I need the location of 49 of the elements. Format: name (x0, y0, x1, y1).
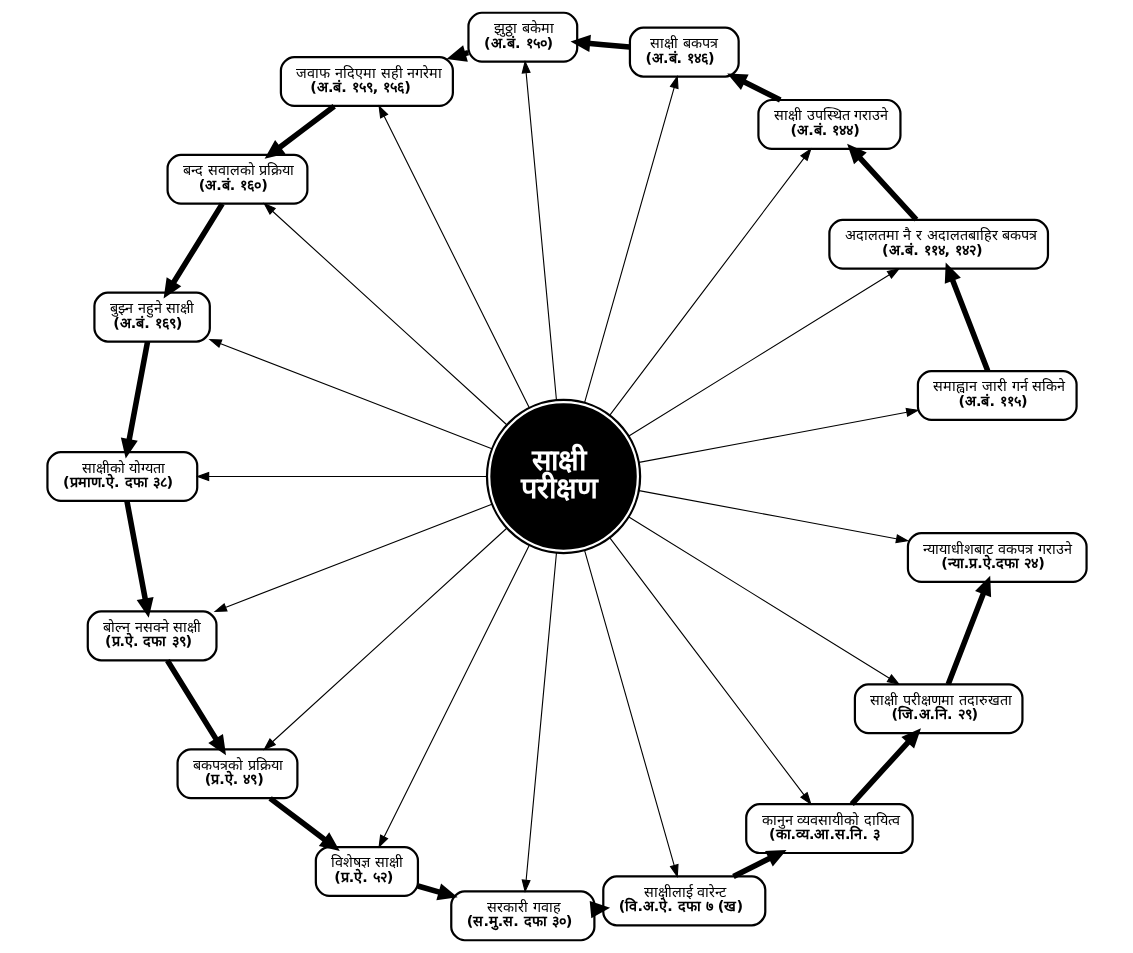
arrow (521, 552, 557, 893)
arrow (207, 338, 492, 450)
node-box: साक्षी परीक्षणमा तदारुखता (जि.अ.नि. २९) (853, 683, 1024, 735)
arrow (164, 659, 226, 756)
arrow (570, 34, 630, 52)
arrow (627, 268, 900, 437)
arrow (846, 143, 918, 222)
node-box: अदालतमा नै र अदालतबाहिर बकपत्र (अ.बं. ११४, १४२) (827, 218, 1049, 270)
arrow (638, 407, 919, 463)
arrow (589, 901, 610, 919)
arrow (583, 75, 679, 404)
node-box: झुठ्ठा बकेमा (अ.बं. १५०) (466, 11, 578, 63)
arrow (267, 796, 340, 851)
node-box: साक्षीलाई वारेन्ट (वि.अ.ऐ. दफा ७ (ख) (601, 875, 766, 927)
arrow (726, 73, 782, 103)
node-box: बन्द सवालको प्रक्रिया (अ.बं. १६०) (165, 153, 308, 205)
arrow (213, 503, 492, 613)
node-box: जवाफ नदिएमा सही नगरेमा (अ.बं. १५९, १५६) (279, 56, 454, 108)
arrow (608, 537, 812, 806)
arrow (583, 549, 679, 878)
node-box: साक्षी बकपत्र (अ.बं. १४६) (628, 26, 740, 78)
node-box: न्यायाधीशबाट वकपत्र गराउने (न्या.प्र.ऐ.दफा २४) (906, 532, 1088, 584)
node-box: साक्षीको योग्यता (प्रमाण.ऐ. दफा ३८) (45, 450, 198, 503)
arrow (627, 516, 900, 685)
node-box: बुझ्न नहुने साक्षी (अ.बं. १६९) (92, 291, 211, 343)
arrow (944, 262, 990, 372)
node-box: कानुन व्यवसायीको दायित्व (का.व्य.आ.स.नि. ३ (744, 803, 914, 855)
node-box: समाह्वान जारी गर्न सकिने (अ.बं. ११५) (916, 369, 1078, 421)
arrow (377, 104, 530, 409)
arrow (163, 202, 225, 299)
node-box: बकपत्रको प्रक्रिया (प्र.ऐ. ४९) (175, 748, 298, 800)
arrow (123, 500, 154, 618)
arrow (262, 202, 507, 426)
node-box: साक्षी उपस्थित गराउने (अ.बं. १४४) (756, 98, 902, 150)
arrow (264, 104, 336, 159)
arrow (262, 527, 507, 751)
arrow (416, 883, 458, 901)
arrow (377, 544, 530, 849)
arrow (195, 471, 487, 482)
arrow (849, 728, 921, 806)
node-circle: साक्षी परीक्षण (485, 398, 641, 555)
arrow (120, 341, 150, 459)
arrow (521, 60, 557, 401)
arrow (638, 490, 909, 544)
arrow (731, 849, 787, 879)
arrow (945, 575, 991, 686)
node-box: बोल्न नसक्ने साक्षी (प्र.ऐ. दफा ३९) (86, 610, 218, 662)
arrow (608, 147, 812, 416)
node-box: विशेषज्ञ साक्षी (प्र.ऐ. ५२) (314, 845, 419, 897)
